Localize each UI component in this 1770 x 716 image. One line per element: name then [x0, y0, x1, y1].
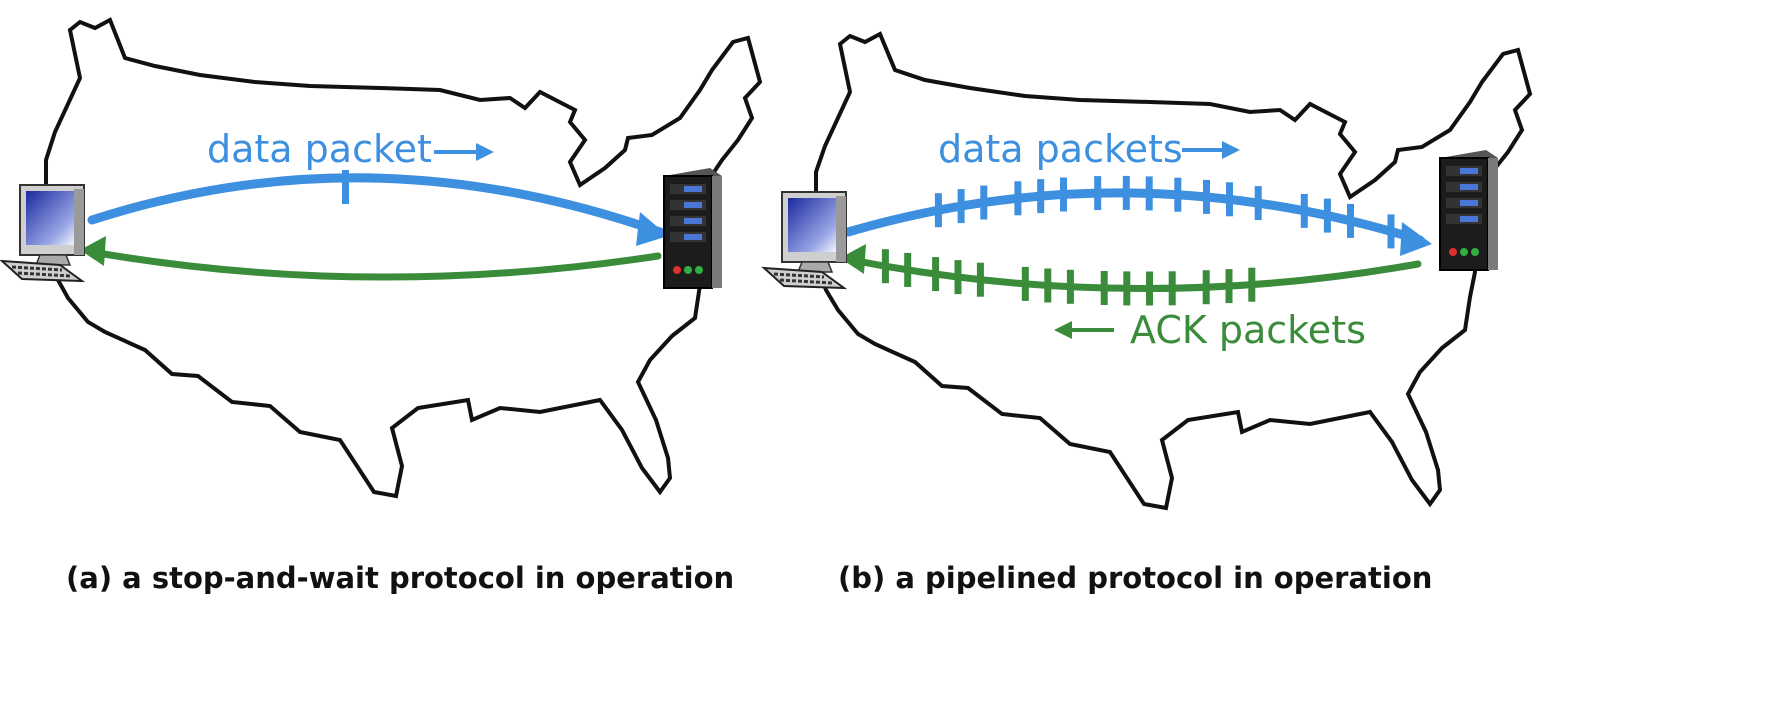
ack-packet [1044, 268, 1052, 303]
data-packet [1037, 179, 1045, 214]
data-packets-group [934, 175, 1395, 249]
ack-packet [904, 252, 912, 287]
data-packet [1174, 177, 1182, 212]
ack-packet [1100, 271, 1108, 305]
ack-packet [1202, 270, 1210, 305]
ack-packet [954, 260, 962, 295]
data-packet [1323, 198, 1331, 233]
ack-packet [1146, 271, 1153, 306]
data-packet [342, 170, 349, 204]
ack-packet [1123, 271, 1131, 306]
server-tower-icon [1439, 150, 1498, 271]
data-packet [1254, 186, 1262, 221]
ack-packet [1021, 266, 1029, 301]
server-tower-icon [663, 168, 722, 289]
us-map-outline-b [814, 31, 1533, 511]
ack-packets-label: ACK packets [1130, 308, 1366, 352]
ack-label-arrow-icon [1054, 321, 1114, 339]
label-arrow-icon [434, 143, 494, 161]
data-packet [980, 185, 988, 220]
data-packet [1387, 214, 1395, 249]
data-path-b [843, 188, 1425, 245]
ack-packet [932, 257, 940, 292]
ack-packet [1066, 269, 1074, 304]
data-packet [957, 189, 965, 224]
data-packet [1300, 193, 1308, 228]
ack-packets-group [881, 249, 1256, 306]
ack-packet [976, 262, 984, 297]
us-map-outline-a [44, 17, 763, 499]
data-packet [1014, 181, 1022, 216]
ack-path-a [88, 248, 662, 281]
panel-b: data packets ACK packets [761, 31, 1533, 511]
data-packet [1094, 176, 1102, 211]
ack-packet [881, 249, 889, 284]
data-packet [1060, 177, 1067, 212]
data-packet [1203, 179, 1210, 214]
ack-arrowhead-b [840, 244, 866, 274]
caption-b: (b) a pipelined protocol in operation [838, 561, 1432, 595]
data-label-arrow-icon [1182, 141, 1240, 159]
client-computer-icon [0, 184, 86, 283]
data-packet [1226, 182, 1233, 217]
ack-packet [1225, 269, 1233, 304]
panel-a: data packet [0, 17, 763, 499]
ack-arrowhead-a [80, 236, 106, 266]
data-path-a [87, 173, 665, 237]
data-packet [1347, 203, 1354, 238]
data-packet-label: data packet [207, 127, 432, 171]
data-packet [1145, 176, 1153, 211]
ack-packet [1168, 271, 1176, 306]
data-packets-label: data packets [938, 127, 1183, 171]
data-packet [1122, 175, 1130, 210]
caption-a: (a) a stop-and-wait protocol in operatio… [66, 561, 734, 595]
client-computer-icon [761, 191, 848, 290]
data-arrowhead-b [1400, 222, 1432, 256]
data-arrowhead-a [636, 212, 668, 246]
data-packet [934, 193, 942, 228]
ack-path-b [848, 256, 1422, 292]
ack-packet [1248, 267, 1256, 302]
